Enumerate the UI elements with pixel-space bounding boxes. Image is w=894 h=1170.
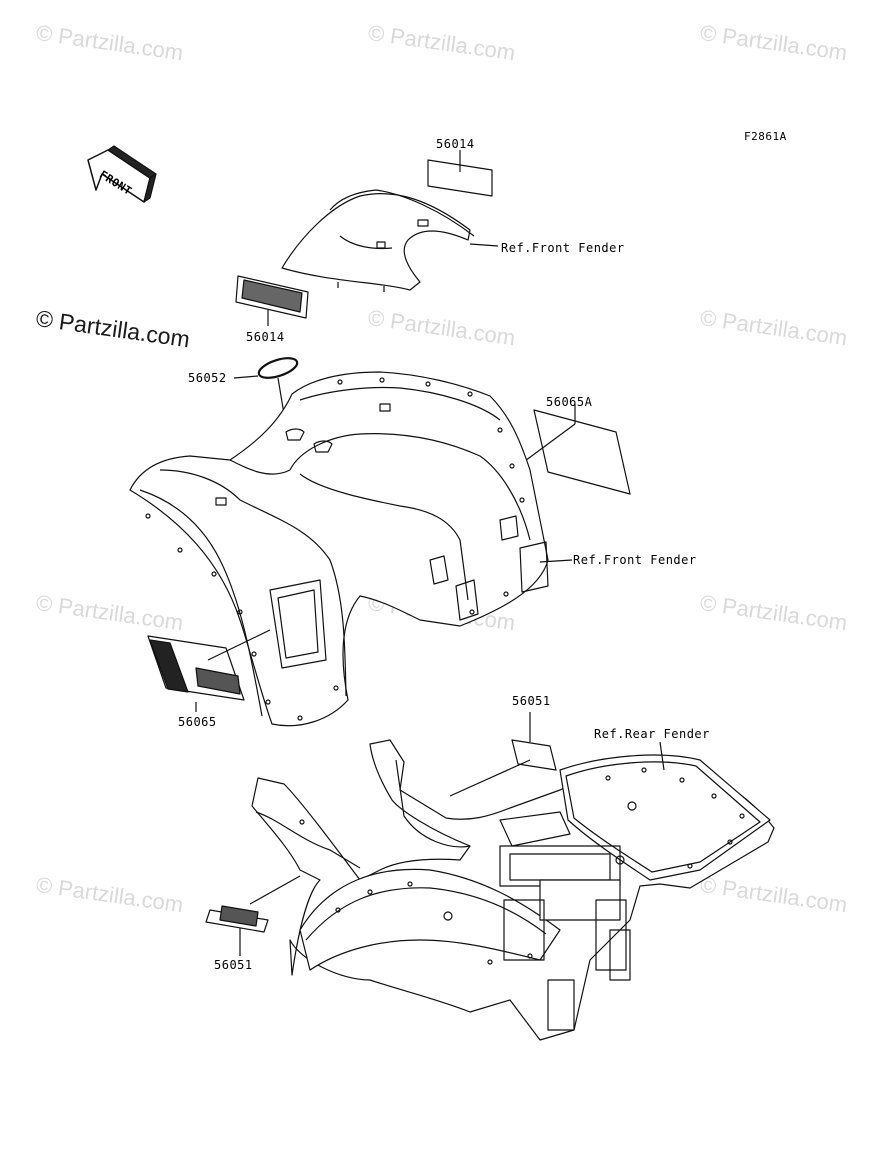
label-ref-front-fender-2: Ref.Front Fender xyxy=(573,553,697,567)
front-fender-main xyxy=(129,371,573,727)
front-fender-cover xyxy=(281,189,499,292)
rear-fender-assembly xyxy=(249,739,775,1041)
label-56052: 56052 xyxy=(188,371,227,385)
decal-56051-bottom xyxy=(205,905,269,956)
label-56051-top: 56051 xyxy=(512,694,551,708)
decal-56014-top xyxy=(427,159,493,197)
label-56051-bottom: 56051 xyxy=(214,958,253,972)
decal-56065-stripe xyxy=(147,629,271,712)
decal-56065A xyxy=(533,409,631,495)
decal-56014-kawasaki xyxy=(235,275,309,326)
label-56014-top: 56014 xyxy=(436,137,475,151)
label-56065: 56065 xyxy=(178,715,217,729)
figure-code: F2861A xyxy=(744,130,787,143)
label-ref-rear-fender: Ref.Rear Fender xyxy=(594,727,710,741)
label-56065A: 56065A xyxy=(546,395,593,409)
decal-56052-oval xyxy=(233,357,299,439)
front-arrow-icon xyxy=(87,145,157,203)
label-ref-front-fender-1: Ref.Front Fender xyxy=(501,241,625,255)
label-56014-mid: 56014 xyxy=(246,330,285,344)
